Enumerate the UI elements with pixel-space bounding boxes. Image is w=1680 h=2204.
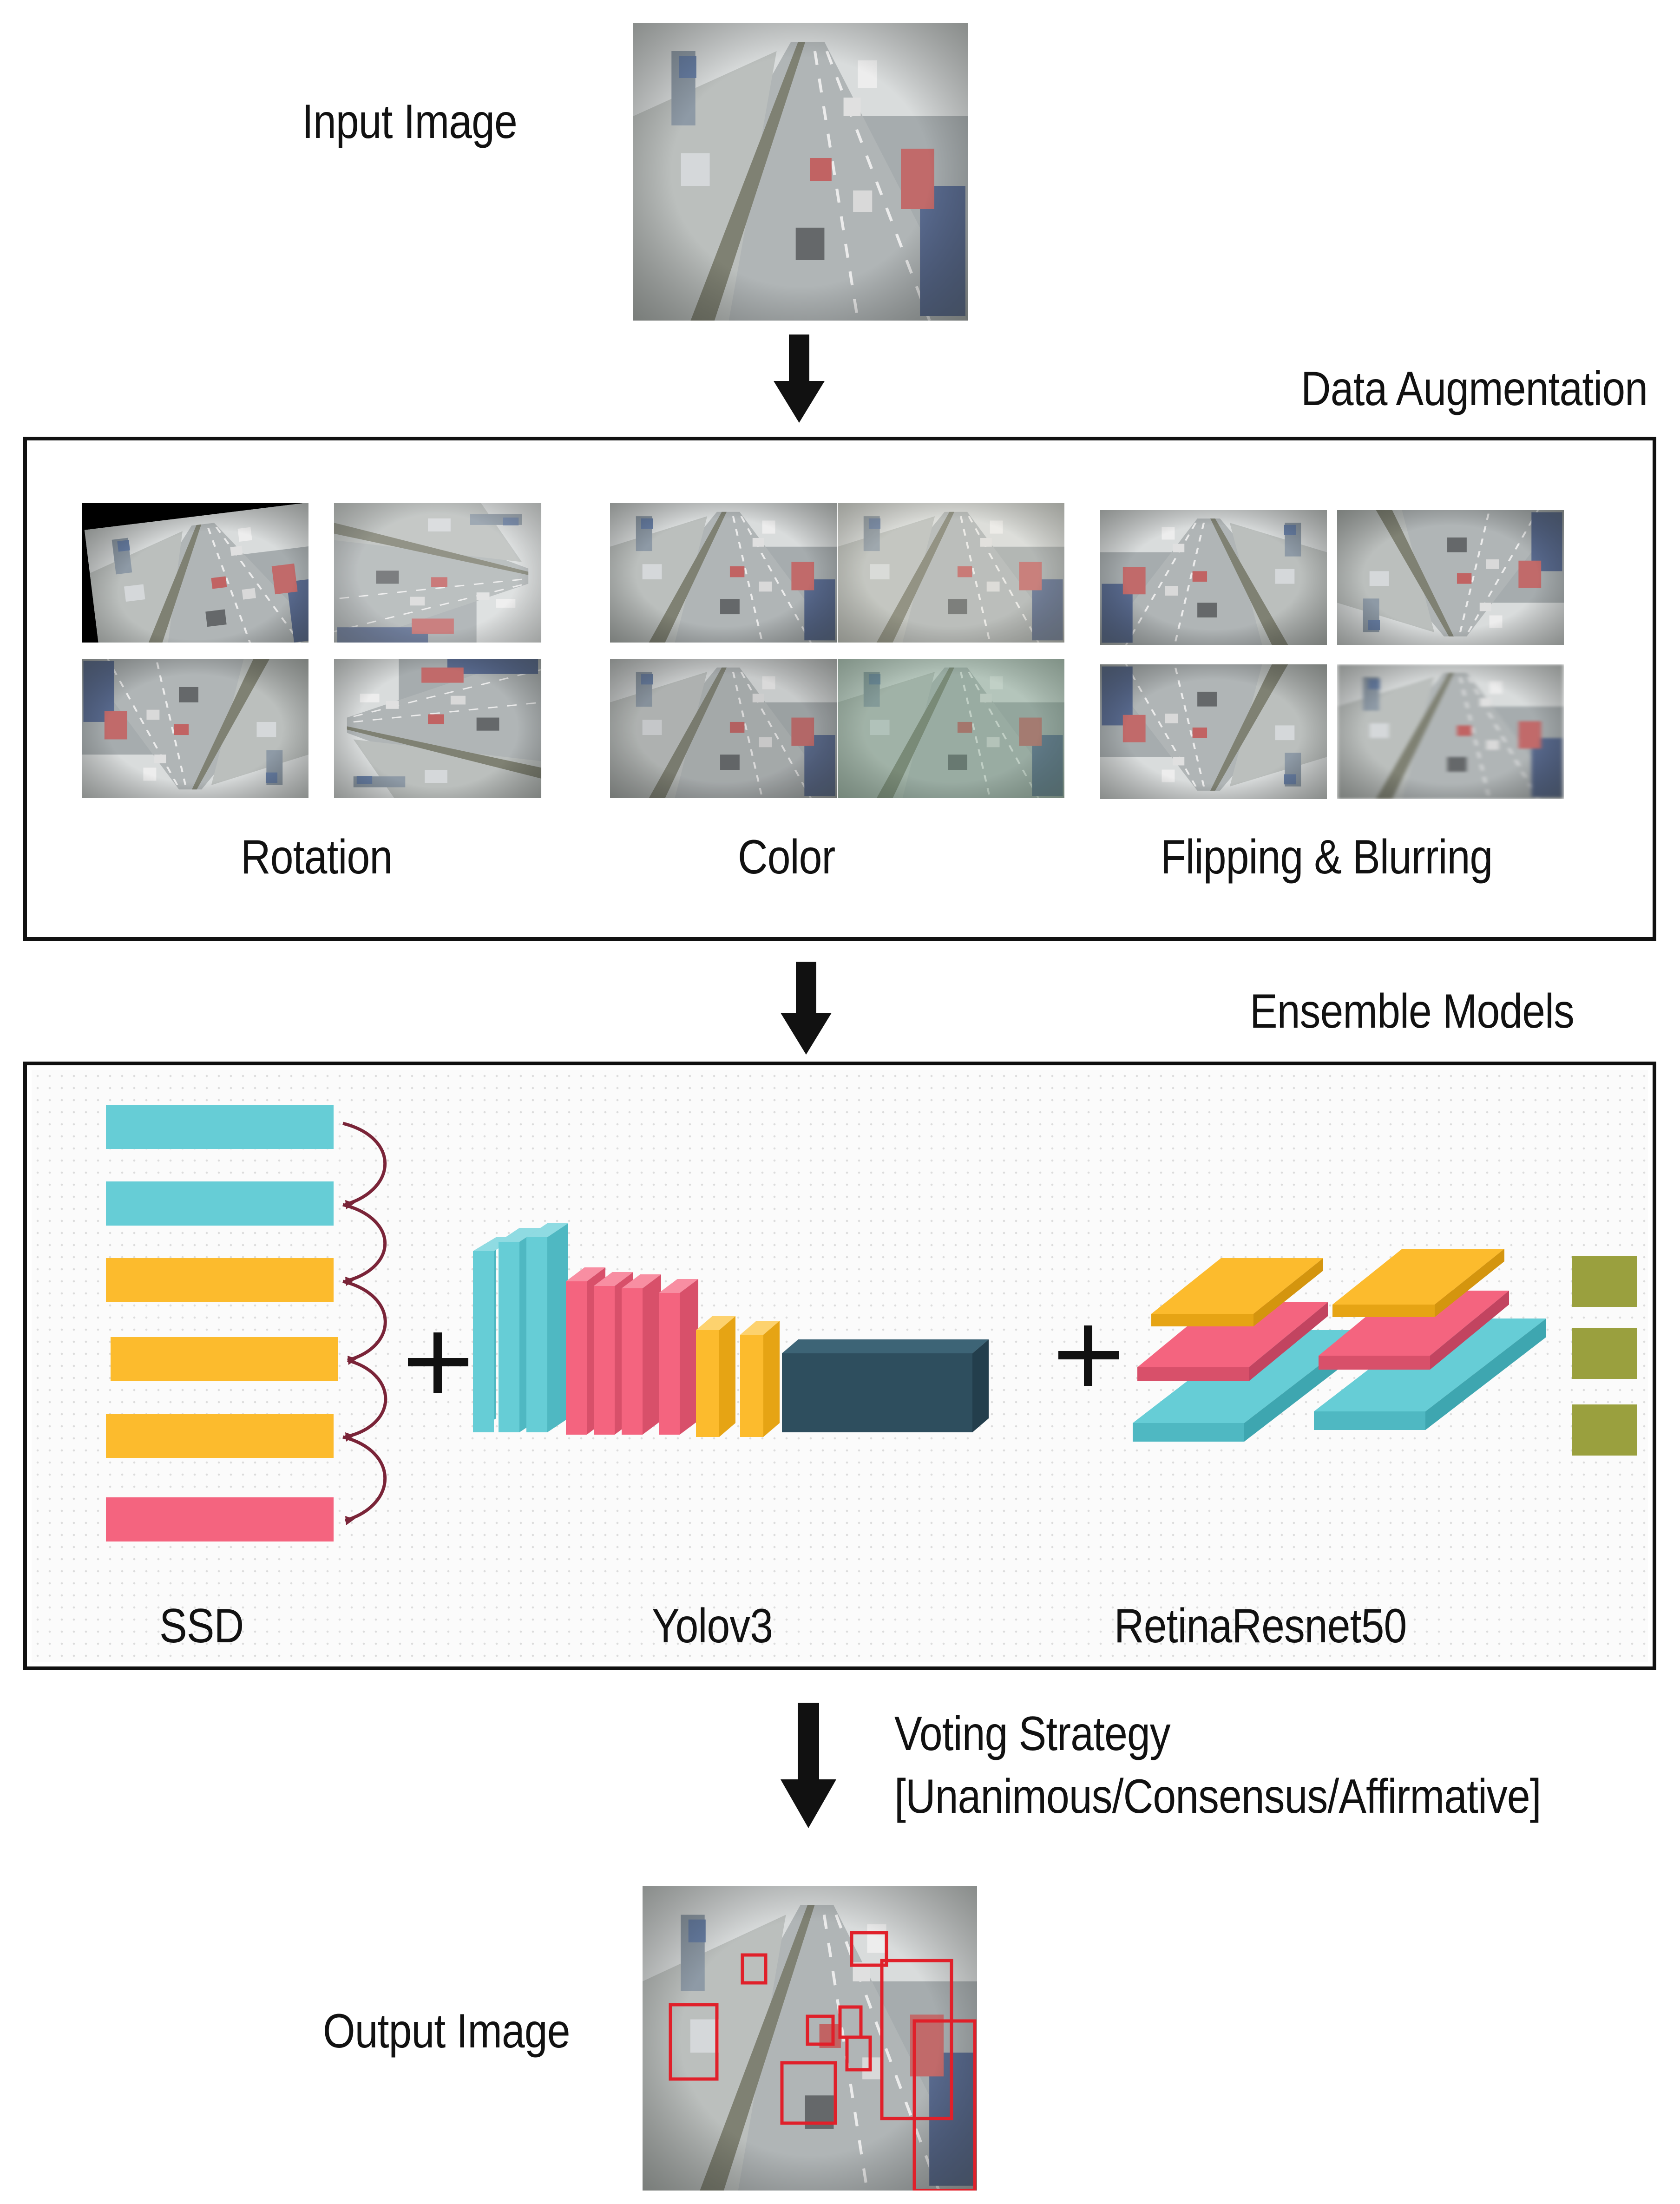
ssd-layer-2 xyxy=(106,1181,334,1226)
ssd-layer-5 xyxy=(106,1414,334,1458)
rotation-image-2 xyxy=(324,503,551,643)
yolo-pink-blocks xyxy=(566,1267,698,1435)
down-arrow-icon xyxy=(781,962,832,1055)
color-image-4 xyxy=(838,659,1064,798)
input-image-label: Input Image xyxy=(302,95,518,149)
input-image xyxy=(633,23,968,321)
blur-image-4 xyxy=(1337,664,1564,799)
rotation-image-3 xyxy=(82,659,308,798)
output-image xyxy=(643,1886,977,2191)
rotation-image-1 xyxy=(82,503,308,643)
ssd-label: SSD xyxy=(159,1599,244,1653)
color-image-3 xyxy=(610,659,837,798)
yolov3-label: Yolov3 xyxy=(652,1599,773,1653)
retinaresnet50-label: RetinaResnet50 xyxy=(1114,1599,1407,1653)
ssd-layer-6 xyxy=(106,1497,334,1541)
yolo-dark-block xyxy=(782,1339,989,1432)
retina-diagram xyxy=(1133,1249,1637,1456)
ensemble-models-box: SSD Yolov3 RetinaResnet50 xyxy=(23,1062,1656,1670)
color-label: Color xyxy=(738,830,835,884)
flipping-blurring-label: Flipping & Blurring xyxy=(1161,830,1493,884)
down-arrow-icon xyxy=(774,335,825,423)
yolo-cyan-blocks xyxy=(473,1223,568,1432)
ssd-layer-3 xyxy=(106,1258,334,1302)
flip-image-3 xyxy=(1100,664,1327,799)
flip-image-2 xyxy=(1337,510,1564,645)
voting-strategy-label: Voting Strategy xyxy=(894,1707,1171,1761)
detection-boxes xyxy=(669,1931,977,2191)
plus-icon xyxy=(408,1332,468,1393)
rotation-image-4 xyxy=(324,659,551,798)
down-arrow-icon xyxy=(781,1703,836,1828)
color-image-2 xyxy=(838,503,1064,643)
curved-arrow-icon xyxy=(342,1122,387,1522)
ensemble-models-title: Ensemble Models xyxy=(1250,984,1575,1038)
voting-options-label: [Unanimous/Consensus/Affirmative] xyxy=(894,1770,1542,1824)
ssd-layer-4 xyxy=(111,1337,338,1381)
yolo-yellow-blocks xyxy=(696,1316,780,1437)
yolov3-diagram xyxy=(473,1223,989,1437)
rotation-label: Rotation xyxy=(241,830,393,884)
data-augmentation-box: Rotation Color Flipping & Blurring xyxy=(23,437,1656,941)
flip-image-1 xyxy=(1100,510,1327,645)
ssd-diagram xyxy=(106,1105,387,1541)
output-image-label: Output Image xyxy=(323,2004,570,2058)
ssd-layer-1 xyxy=(106,1105,334,1149)
color-image-1 xyxy=(610,503,837,643)
data-augmentation-title: Data Augmentation xyxy=(1301,362,1648,416)
plus-icon xyxy=(1058,1325,1119,1386)
